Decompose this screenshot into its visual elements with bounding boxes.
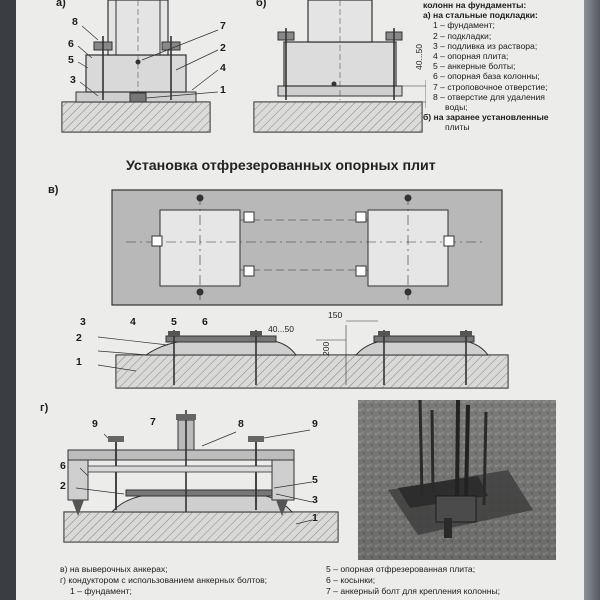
fig-v-num-3: 3 <box>80 316 86 328</box>
fig-g-num-8: 8 <box>238 418 244 430</box>
board-edge <box>584 0 600 600</box>
bottom-left-legend: в) на выверочных анкерах; г) кондуктором… <box>60 564 267 597</box>
anchor-bolts-photo-icon <box>358 400 556 560</box>
fig-v-label: в) <box>48 184 59 196</box>
fig-a-num-7: 7 <box>220 20 226 32</box>
legend-item: б) на заранее установленные <box>423 112 549 123</box>
legend-item: 7 – строповочное отверстие; <box>433 81 548 92</box>
fig-a-num-4: 4 <box>220 62 226 74</box>
figure-v-plan-drawing <box>97 189 509 389</box>
legend-item: 4 – опорная плита; <box>433 51 509 62</box>
bottom-right-legend: 5 – опорная отфрезерованная плита; 6 – к… <box>326 564 500 597</box>
legend: колонн на фундаменты: а) на стальные под… <box>423 0 549 133</box>
fig-v-num-5: 5 <box>171 316 177 328</box>
fig-v-num-1: 1 <box>76 356 82 368</box>
fig-a-num-3: 3 <box>70 74 76 86</box>
fig-g-num-2: 2 <box>60 480 66 492</box>
fig-v-dim-2: 150 <box>328 310 343 320</box>
legend-item: 1 – фундамент; <box>433 20 495 31</box>
legend-item: 5 – анкерные болты; <box>433 61 516 72</box>
fig-g-num-6: 6 <box>60 460 66 472</box>
fig-b-label: б) <box>256 0 267 9</box>
fig-g-num-7: 7 <box>150 416 156 428</box>
bottom-right-line-3: 7 – анкерный болт для крепления колонны; <box>326 586 501 596</box>
fig-g-label: г) <box>40 402 49 414</box>
legend-item: а) на стальные подкладки: <box>423 10 538 21</box>
legend-item: 6 – опорная база колонны; <box>433 71 540 82</box>
bottom-right-line-2: 6 – косынки; <box>326 575 376 585</box>
bottom-left-line-2: г) кондуктором с использованием анкерных… <box>60 575 268 585</box>
fig-a-num-1: 1 <box>220 84 226 96</box>
figure-a-b-drawings <box>61 0 426 133</box>
legend-items: а) на стальные подкладки:1 – фундамент;2… <box>423 10 549 132</box>
legend-heading: колонн на фундаменты: <box>423 0 527 10</box>
fig-g-num-3: 3 <box>312 494 318 506</box>
fig-g-num-5: 5 <box>312 474 318 486</box>
fig-a-num-8: 8 <box>72 16 78 28</box>
fig-v-num-2: 2 <box>76 332 82 344</box>
photo-anchor-bolts <box>358 400 556 560</box>
legend-item: 2 – подкладки; <box>433 30 492 41</box>
fig-g-num-9a: 9 <box>92 418 98 430</box>
legend-item: воды; <box>445 102 468 113</box>
figure-g-drawing <box>63 410 339 543</box>
fig-v-dim-1: 40...50 <box>268 324 294 334</box>
fig-a-num-2: 2 <box>220 42 226 54</box>
fig-a-num-5: 5 <box>68 54 74 66</box>
fig-a-label: а) <box>56 0 66 9</box>
legend-item: 3 – подливка из раствора; <box>433 40 538 51</box>
bottom-left-line-3: 1 – фундамент; <box>70 586 132 596</box>
bottom-left-line-1: в) на выверочных анкерах; <box>60 564 168 574</box>
fig-v-dim-3: 200 <box>321 341 331 356</box>
poster-board: а) б) 8 6 5 3 7 2 4 1 40...50 колонн на … <box>16 0 584 600</box>
fig-g-num-1: 1 <box>312 512 318 524</box>
fig-v-num-6: 6 <box>202 316 208 328</box>
fig-a-num-6: 6 <box>68 38 74 50</box>
section-title: Установка отфрезерованных опорных плит <box>126 158 436 174</box>
legend-item: 8 – отверстие для удаления <box>433 91 545 102</box>
fig-g-num-9b: 9 <box>312 418 318 430</box>
legend-item: плиты <box>445 122 470 133</box>
bottom-right-line-1: 5 – опорная отфрезерованная плита; <box>326 564 476 574</box>
fig-v-num-4: 4 <box>130 316 136 328</box>
